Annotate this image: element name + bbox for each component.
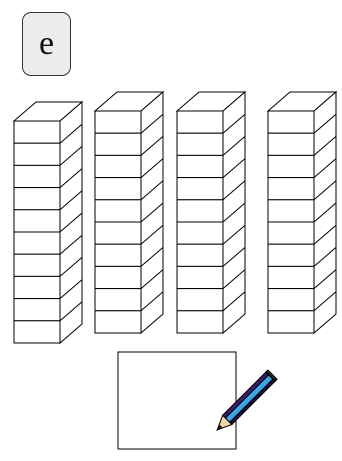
cube <box>14 254 60 276</box>
cube <box>14 121 60 143</box>
cube <box>177 222 223 244</box>
cube <box>95 289 141 311</box>
cube <box>95 155 141 177</box>
cube <box>177 244 223 266</box>
cube <box>268 200 314 222</box>
cube <box>177 311 223 333</box>
cube <box>268 155 314 177</box>
cube <box>95 311 141 333</box>
cube <box>14 299 60 321</box>
cube <box>268 266 314 288</box>
cube <box>177 133 223 155</box>
cube <box>95 178 141 200</box>
cube <box>268 111 314 133</box>
cube <box>14 210 60 232</box>
cube-tower-4 <box>268 92 336 333</box>
cube <box>268 133 314 155</box>
cube <box>95 266 141 288</box>
cube <box>177 266 223 288</box>
cube <box>14 276 60 298</box>
cube <box>268 222 314 244</box>
cube <box>177 155 223 177</box>
cube-tower-3 <box>177 92 245 333</box>
cube <box>14 188 60 210</box>
cube <box>95 244 141 266</box>
cube <box>177 178 223 200</box>
cube-towers <box>14 92 336 343</box>
cube <box>177 200 223 222</box>
cube <box>14 165 60 187</box>
cube <box>177 289 223 311</box>
cube <box>95 111 141 133</box>
cube <box>14 232 60 254</box>
cube <box>268 178 314 200</box>
cube <box>268 244 314 266</box>
cube <box>95 133 141 155</box>
answer-box-group[interactable] <box>118 352 236 449</box>
cube <box>95 222 141 244</box>
cube <box>95 200 141 222</box>
cube-tower-1 <box>14 102 82 343</box>
cube <box>268 289 314 311</box>
cube <box>14 143 60 165</box>
answer-box[interactable] <box>118 352 236 449</box>
cube <box>14 321 60 343</box>
cube <box>268 311 314 333</box>
cube <box>177 111 223 133</box>
cube-tower-2 <box>95 92 163 333</box>
